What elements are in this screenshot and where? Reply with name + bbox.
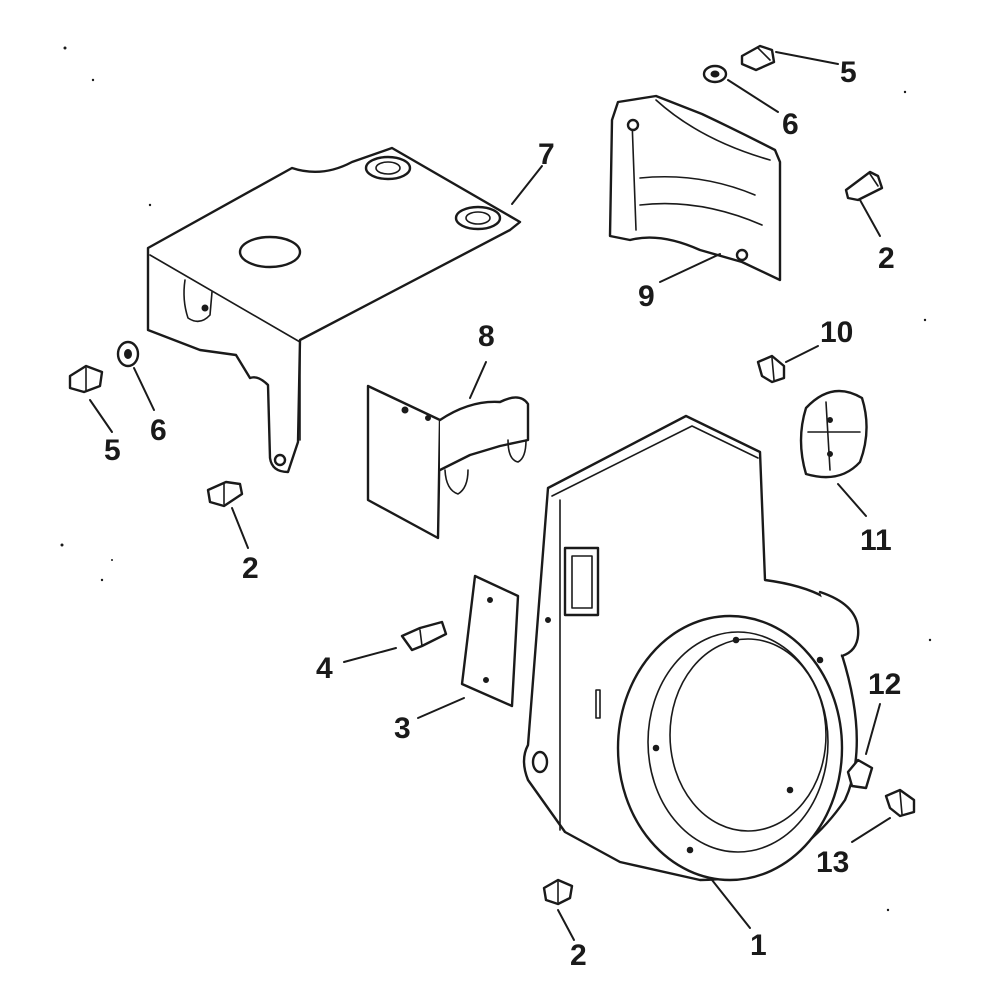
screw-part-10 <box>756 354 786 384</box>
bracket-part-8 <box>366 384 530 540</box>
screw-part-2-left <box>206 480 244 508</box>
screw-part-13 <box>884 788 916 818</box>
callout-7: 7 <box>538 138 555 171</box>
callout-6-right: 6 <box>782 108 799 141</box>
callout-2-bottom: 2 <box>570 939 587 972</box>
screw-part-2-bottom <box>542 878 574 906</box>
screw-part-4 <box>400 620 448 652</box>
callout-labels: 1 2 2 2 3 4 5 5 6 6 7 8 9 10 11 12 13 <box>104 56 901 972</box>
cover-disc-part-11 <box>799 389 868 479</box>
screw-part-2-upper-right <box>844 170 884 202</box>
callout-9: 9 <box>638 280 655 313</box>
callout-4: 4 <box>316 652 333 685</box>
callout-2-left: 2 <box>242 552 259 585</box>
blower-housing-part-1 <box>522 414 860 882</box>
callout-10: 10 <box>820 316 853 349</box>
callout-5-right: 5 <box>840 56 857 89</box>
callout-1: 1 <box>750 929 767 962</box>
screw-part-5-right <box>740 44 776 72</box>
callout-12: 12 <box>868 668 901 701</box>
washer-part-6-right <box>702 64 728 84</box>
washer-part-6-left <box>116 340 140 368</box>
shroud-piece-part-9 <box>608 94 782 282</box>
callout-13: 13 <box>816 846 849 879</box>
leader-lines <box>89 51 891 941</box>
callout-3: 3 <box>394 712 411 745</box>
callout-8: 8 <box>478 320 495 353</box>
callout-11: 11 <box>860 524 892 557</box>
screw-part-5-left <box>68 364 104 394</box>
scan-specks <box>60 46 932 912</box>
plate-part-3 <box>460 574 520 708</box>
top-cover-plate-part-7 <box>146 146 522 474</box>
callout-2-upper-right: 2 <box>878 242 895 275</box>
clip-part-12 <box>846 758 874 790</box>
callout-5-left: 5 <box>104 434 121 467</box>
callout-6-left: 6 <box>150 414 167 447</box>
